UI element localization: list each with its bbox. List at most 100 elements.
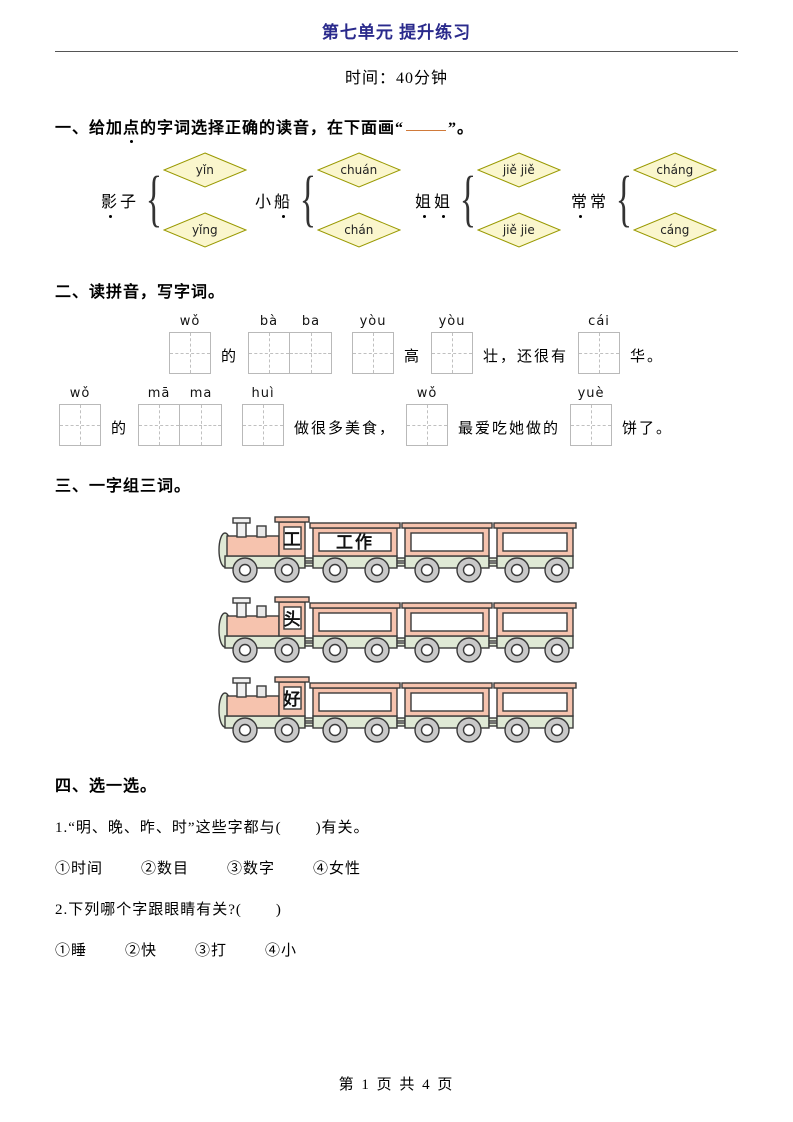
question-1: 1.“明、晚、昨、时”这些字都与()有关。 bbox=[55, 816, 738, 837]
dotted-char: 姐 bbox=[415, 188, 434, 218]
pinyin-label: cái bbox=[588, 314, 610, 329]
brace-icon: { bbox=[299, 165, 317, 234]
section-1-heading-pre: 一、给加 bbox=[55, 120, 124, 137]
choice-group-1-options: yǐn yǐng bbox=[162, 152, 247, 248]
plain-char: 小 bbox=[255, 194, 275, 211]
dotted-char: 影 bbox=[101, 188, 120, 218]
section-4-heading: 四、选一选。 bbox=[55, 778, 158, 795]
question-1-option-2[interactable]: ②数目 bbox=[141, 861, 190, 877]
tianzige-box[interactable] bbox=[242, 404, 285, 446]
question-2-option-2[interactable]: ②快 bbox=[125, 943, 158, 959]
pinyin-label: wǒ bbox=[416, 386, 438, 401]
inline-text: 高 bbox=[404, 349, 422, 365]
tianzige-box[interactable] bbox=[138, 404, 181, 446]
exercise-1-choices: 影子 { yǐn yǐng 小船 { chuán bbox=[55, 152, 738, 252]
choice-group-2: 小船 { chuán chán bbox=[255, 152, 401, 248]
brace-icon: { bbox=[615, 165, 633, 234]
train-1: 工 工作 bbox=[217, 516, 577, 583]
tianzige-unit[interactable]: wǒ bbox=[169, 314, 211, 374]
tianzige-unit[interactable]: wǒ bbox=[59, 386, 101, 446]
tianzige-unit[interactable]: wǒ bbox=[406, 386, 449, 446]
tianzige-box[interactable] bbox=[578, 332, 621, 374]
question-2-option-4[interactable]: ④小 bbox=[265, 943, 298, 959]
tianzige-unit[interactable]: yòu bbox=[431, 314, 474, 374]
page-title: 第七单元 提升练习 bbox=[321, 23, 472, 42]
question-1-option-4[interactable]: ④女性 bbox=[313, 861, 362, 877]
tianzige-unit[interactable]: huì bbox=[242, 386, 285, 446]
pinyin-label: wǒ bbox=[69, 386, 91, 401]
choice-group-1-word: 影子 bbox=[101, 188, 140, 218]
question-2-option-3[interactable]: ③打 bbox=[195, 943, 228, 959]
option-pinyin: yǐn bbox=[195, 163, 214, 177]
pinyin-label: bà bbox=[259, 314, 279, 329]
option-diamond-bottom[interactable]: cáng bbox=[632, 212, 717, 248]
pinyin-label: ma bbox=[189, 386, 213, 401]
tianzige-box[interactable] bbox=[290, 332, 333, 374]
inline-text: 做很多美食， bbox=[294, 421, 397, 437]
option-pinyin: yǐng bbox=[191, 223, 218, 237]
pinyin-label: yòu bbox=[359, 314, 387, 329]
question-2: 2.下列哪个字跟眼睛有关?() bbox=[55, 898, 738, 919]
brace-icon: { bbox=[145, 165, 163, 234]
inline-text: 最爱吃她做的 bbox=[458, 421, 561, 437]
choice-group-4-word: 常常 bbox=[571, 188, 609, 218]
choice-group-2-word: 小船 bbox=[255, 188, 293, 218]
pinyin-label: ba bbox=[301, 314, 321, 329]
plain-char: 子 bbox=[120, 194, 140, 211]
tianzige-unit[interactable]: cái bbox=[578, 314, 621, 374]
tianzige-box[interactable] bbox=[59, 404, 101, 446]
tianzige-box[interactable] bbox=[406, 404, 449, 446]
question-2-text-end: ) bbox=[275, 902, 282, 918]
pinyin-label: yòu bbox=[438, 314, 466, 329]
tianzige-unit[interactable]: yòu bbox=[352, 314, 395, 374]
option-pinyin: jiě jiě bbox=[502, 163, 535, 177]
question-1-text: 1.“明、晚、昨、时”这些字都与( bbox=[55, 820, 282, 836]
option-diamond-bottom[interactable]: yǐng bbox=[162, 212, 247, 248]
option-pinyin: chán bbox=[344, 223, 374, 237]
inline-text bbox=[226, 438, 238, 446]
option-diamond-top[interactable]: chuán bbox=[316, 152, 401, 188]
train-1-car-1-text: 工作 bbox=[336, 532, 374, 552]
option-diamond-top[interactable]: cháng bbox=[632, 152, 717, 188]
tianzige-box[interactable] bbox=[248, 332, 291, 374]
train-3-cab-char: 好 bbox=[282, 689, 300, 709]
section-1-heading: 一、给加点的字词选择正确的读音，在下面画“”。 bbox=[55, 114, 738, 143]
choice-group-4: 常常 { cháng cáng bbox=[571, 152, 717, 248]
question-1-option-3[interactable]: ③数字 bbox=[227, 861, 276, 877]
time-limit-label: 时间：40分钟 bbox=[344, 70, 448, 87]
inline-text: 华。 bbox=[630, 349, 665, 365]
question-2-text: 2.下列哪个字跟眼睛有关?( bbox=[55, 902, 242, 918]
option-pinyin: cáng bbox=[660, 223, 690, 237]
question-2-option-1[interactable]: ①睡 bbox=[55, 943, 88, 959]
option-diamond-bottom[interactable]: chán bbox=[316, 212, 401, 248]
tianzige-box[interactable] bbox=[431, 332, 474, 374]
inline-text bbox=[336, 366, 348, 374]
choice-group-1: 影子 { yǐn yǐng bbox=[101, 152, 247, 248]
option-diamond-top[interactable]: yǐn bbox=[162, 152, 247, 188]
answer-underline bbox=[406, 130, 447, 131]
tianzige-box[interactable] bbox=[352, 332, 395, 374]
question-1-option-1[interactable]: ①时间 bbox=[55, 861, 104, 877]
question-1-options: ①时间 ②数目 ③数字 ④女性 bbox=[55, 857, 738, 878]
train-3: 好 bbox=[217, 676, 577, 743]
tianzige-box[interactable] bbox=[169, 332, 211, 374]
train-1-cab-char: 工 bbox=[283, 530, 300, 549]
section-2-heading: 二、读拼音，写字词。 bbox=[55, 284, 226, 301]
option-pinyin: cháng bbox=[656, 163, 694, 177]
tianzige-box[interactable] bbox=[570, 404, 613, 446]
tianzige-box[interactable] bbox=[180, 404, 223, 446]
train-2: 头 bbox=[217, 596, 577, 663]
tianzige-unit[interactable]: bà ba bbox=[248, 314, 333, 374]
tianzige-unit[interactable]: yuè bbox=[570, 386, 613, 446]
option-diamond-bottom[interactable]: jiě jie bbox=[476, 212, 561, 248]
option-pinyin: jiě jie bbox=[502, 223, 535, 237]
section-1-heading-mid: 的字词选择正确的读音，在下面画“ bbox=[140, 120, 405, 137]
option-diamond-top[interactable]: jiě jiě bbox=[476, 152, 561, 188]
exercise-4-multiple-choice: 1.“明、晚、昨、时”这些字都与()有关。 ①时间 ②数目 ③数字 ④女性 2.下列哪… bbox=[55, 816, 738, 960]
dotted-char: 常 bbox=[571, 188, 590, 218]
page-footer: 第 1 页 共 4 页 bbox=[338, 1077, 455, 1093]
